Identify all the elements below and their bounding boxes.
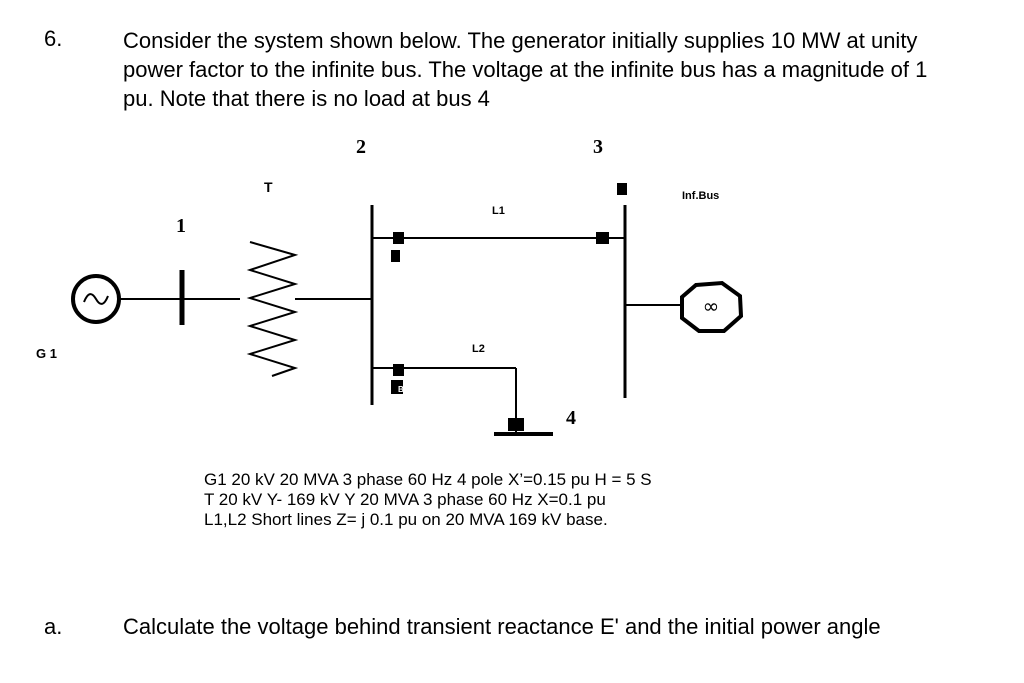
breaker-bus3	[617, 183, 627, 195]
bus-3-label: 3	[593, 136, 603, 158]
part-a-label: a.	[44, 614, 63, 639]
sine-wave-icon	[83, 293, 109, 305]
breaker-b2	[391, 380, 403, 394]
line-l2-label: L2	[472, 343, 485, 355]
breaker-b1	[391, 250, 400, 262]
breaker-b2-label: B2	[398, 385, 409, 394]
infinite-bus-symbol	[680, 280, 744, 333]
question-line-1: Consider the system shown below. The gen…	[123, 28, 918, 53]
bus-4-label: 4	[566, 407, 576, 429]
part-a-text: Calculate the voltage behind transient r…	[123, 614, 881, 639]
infinity-icon: ∞	[703, 294, 720, 318]
bus-2-label: 2	[356, 136, 366, 158]
param-transformer: T 20 kV Y- 169 kV Y 20 MVA 3 phase 60 Hz…	[204, 490, 606, 509]
infinite-bus-label: Inf.Bus	[682, 190, 719, 202]
breaker-b1-left	[393, 232, 404, 244]
line-l1-label: L1	[492, 205, 505, 217]
parameter-list: G1 20 kV 20 MVA 3 phase 60 Hz 4 pole X’=…	[204, 470, 652, 530]
question-text: Consider the system shown below. The gen…	[123, 26, 993, 113]
generator-label: G 1	[36, 346, 57, 361]
question-line-2: power factor to the infinite bus. The vo…	[123, 57, 928, 82]
question-number: 6.	[44, 26, 63, 51]
breaker-bus4	[508, 418, 524, 431]
breaker-b2-top	[393, 364, 404, 376]
breaker-l1-right	[596, 232, 609, 244]
question-line-3: pu. Note that there is no load at bus 4	[123, 86, 490, 111]
transformer-label: T	[264, 179, 273, 195]
transformer-icon	[246, 241, 299, 377]
param-lines: L1,L2 Short lines Z= j 0.1 pu on 20 MVA …	[204, 510, 608, 529]
param-generator: G1 20 kV 20 MVA 3 phase 60 Hz 4 pole X’=…	[204, 470, 652, 489]
bus-1-label: 1	[176, 215, 186, 237]
breaker-b1-label: B1	[400, 256, 411, 265]
